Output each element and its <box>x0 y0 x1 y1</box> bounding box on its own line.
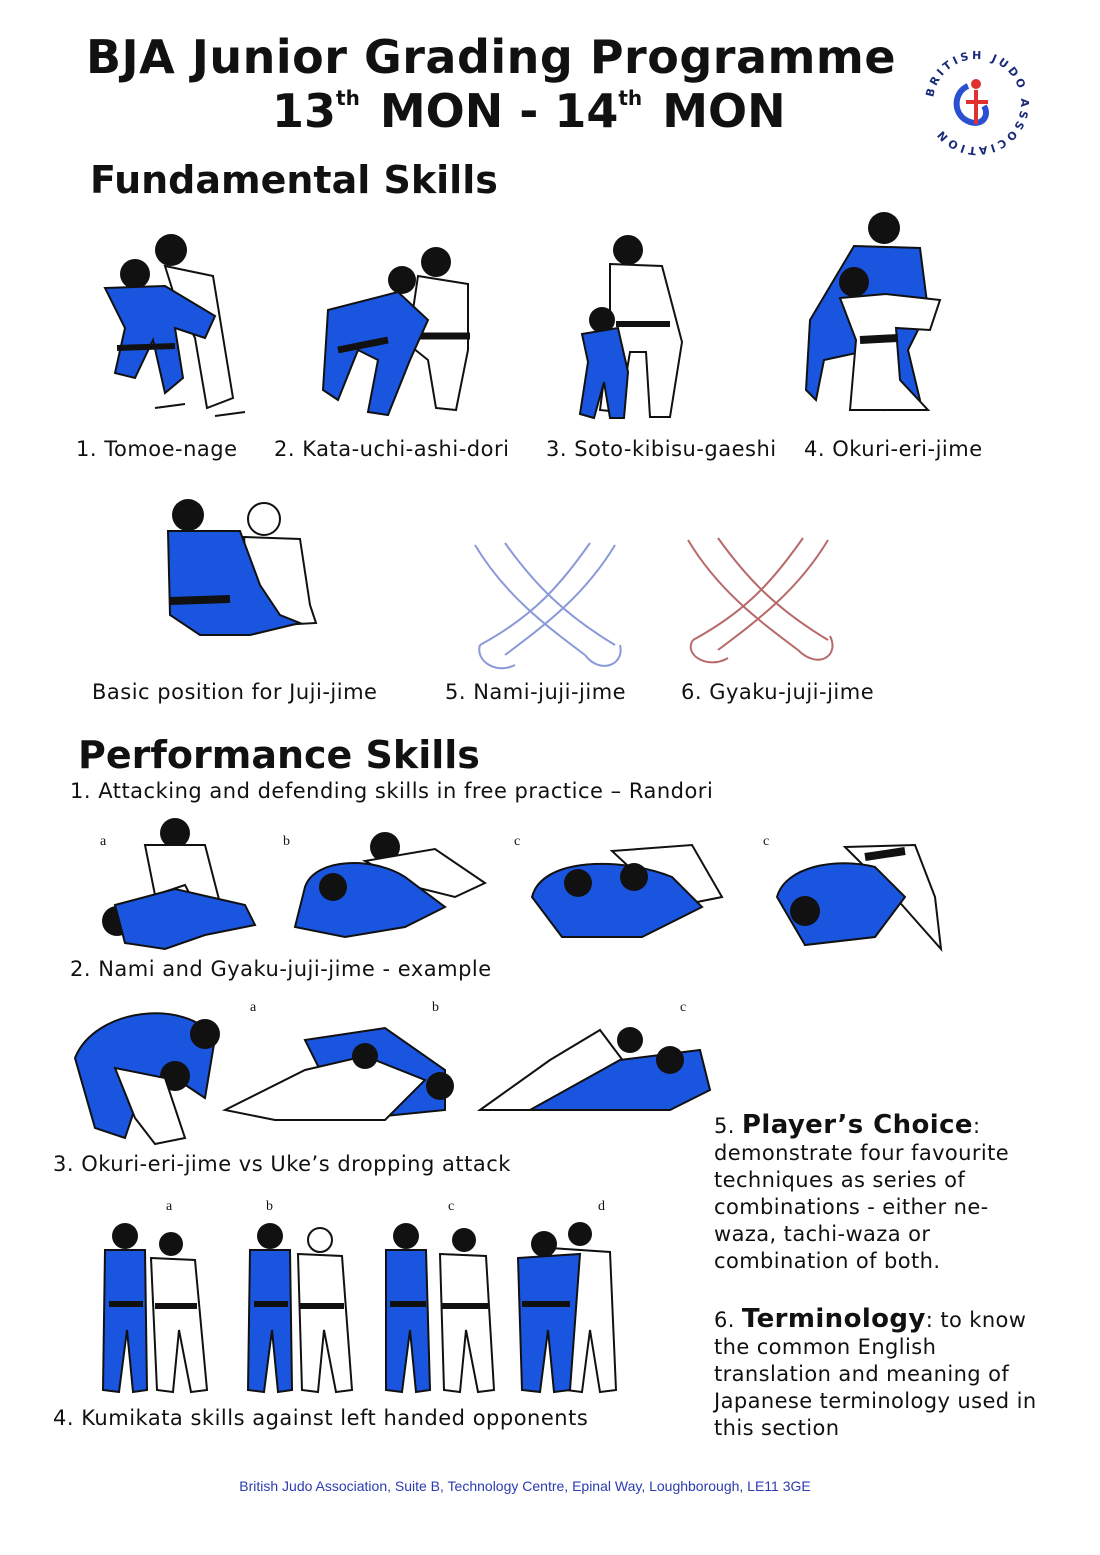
item5-title: Player’s Choice <box>741 1110 973 1140</box>
item3-label-b: b <box>266 1199 273 1214</box>
figure-nami-juji-jime-hands <box>474 542 622 670</box>
technique-6: 6. Gyaku-juji-jime <box>681 680 875 704</box>
page-subtitle: 13th MON - 14th MON <box>272 84 786 138</box>
figure-gyaku-juji-jime-hands <box>687 537 834 664</box>
item6-number: 6. <box>714 1308 735 1332</box>
performance-item-1: 1. Attacking and defending skills in fre… <box>70 779 714 803</box>
technique-3: 3. Soto-kibisu-gaeshi <box>546 437 777 461</box>
figure-basic-juji-jime <box>166 499 318 636</box>
players-choice-block: 5. Player’s Choice: demonstrate four fav… <box>714 1112 1044 1275</box>
figure-juji-jime-example-a <box>73 1012 220 1146</box>
footer-address: British Judo Association, Suite B, Techn… <box>239 1478 811 1494</box>
item5-text: demonstrate four favourite techniques as… <box>714 1141 1010 1273</box>
figure-randori-d <box>775 843 943 952</box>
figure-kumikata-a <box>101 1223 209 1394</box>
item1-label-c: c <box>514 834 521 849</box>
item3-label-c: c <box>448 1199 455 1214</box>
figure-kumikata-b <box>246 1223 354 1394</box>
basic-position-caption: Basic position for Juji-jime <box>92 680 378 704</box>
figure-kata-uchi-ashi-dori <box>321 247 470 417</box>
bja-logo: BRITISH JUDO ASSOCIATION <box>923 49 1028 157</box>
subtitle-mid: MON - 14 <box>379 84 619 138</box>
figure-juji-jime-example-b <box>221 1026 454 1121</box>
figure-okuri-eri-jime <box>804 212 942 412</box>
technique-4: 4. Okuri-eri-jime <box>804 437 983 461</box>
figure-kumikata-d <box>516 1222 618 1394</box>
figure-randori-b <box>293 832 488 939</box>
item5-number: 5. <box>714 1114 735 1138</box>
performance-item-3: 3. Okuri-eri-jime vs Uke’s dropping atta… <box>53 1152 511 1176</box>
terminology-block: 6. Terminology: to know the common Engli… <box>714 1306 1044 1442</box>
figure-randori-c <box>530 843 724 938</box>
item1-label-a: a <box>100 834 107 849</box>
subtitle-13: 13 <box>272 84 337 138</box>
technique-5: 5. Nami-juji-jime <box>445 680 627 704</box>
figure-kumikata-c <box>385 1223 496 1394</box>
subtitle-sup1: th <box>336 86 360 110</box>
page-title: BJA Junior Grading Programme <box>86 30 897 84</box>
figure-randori-a <box>102 818 257 951</box>
item2-label-a: a <box>250 1000 257 1015</box>
figure-soto-kibisu-gaeshi <box>578 235 684 420</box>
item3-label-a: a <box>166 1199 173 1214</box>
subtitle-mon: MON <box>662 84 786 138</box>
item6-title: Terminology <box>741 1304 926 1334</box>
item5-colon: : <box>972 1114 981 1138</box>
item2-label-c: c <box>680 1000 687 1015</box>
item1-label-b: b <box>283 834 290 849</box>
item2-label-b: b <box>432 1000 439 1015</box>
performance-item-4: 4. Kumikata skills against left handed o… <box>53 1406 589 1430</box>
performance-heading: Performance Skills <box>78 733 480 777</box>
technique-1: 1. Tomoe-nage <box>76 437 238 461</box>
figure-tomoe-nage <box>103 234 246 417</box>
performance-item-2: 2. Nami and Gyaku-juji-jime - example <box>70 957 492 981</box>
item3-label-d: d <box>598 1199 605 1214</box>
item1-label-c2: c <box>763 834 770 849</box>
item6-text: : to know the common English translation… <box>714 1308 1037 1440</box>
figure-juji-jime-example-c <box>476 1027 712 1111</box>
fundamental-heading: Fundamental Skills <box>90 158 498 202</box>
technique-2: 2. Kata-uchi-ashi-dori <box>274 437 510 461</box>
subtitle-sup2: th <box>618 86 643 110</box>
